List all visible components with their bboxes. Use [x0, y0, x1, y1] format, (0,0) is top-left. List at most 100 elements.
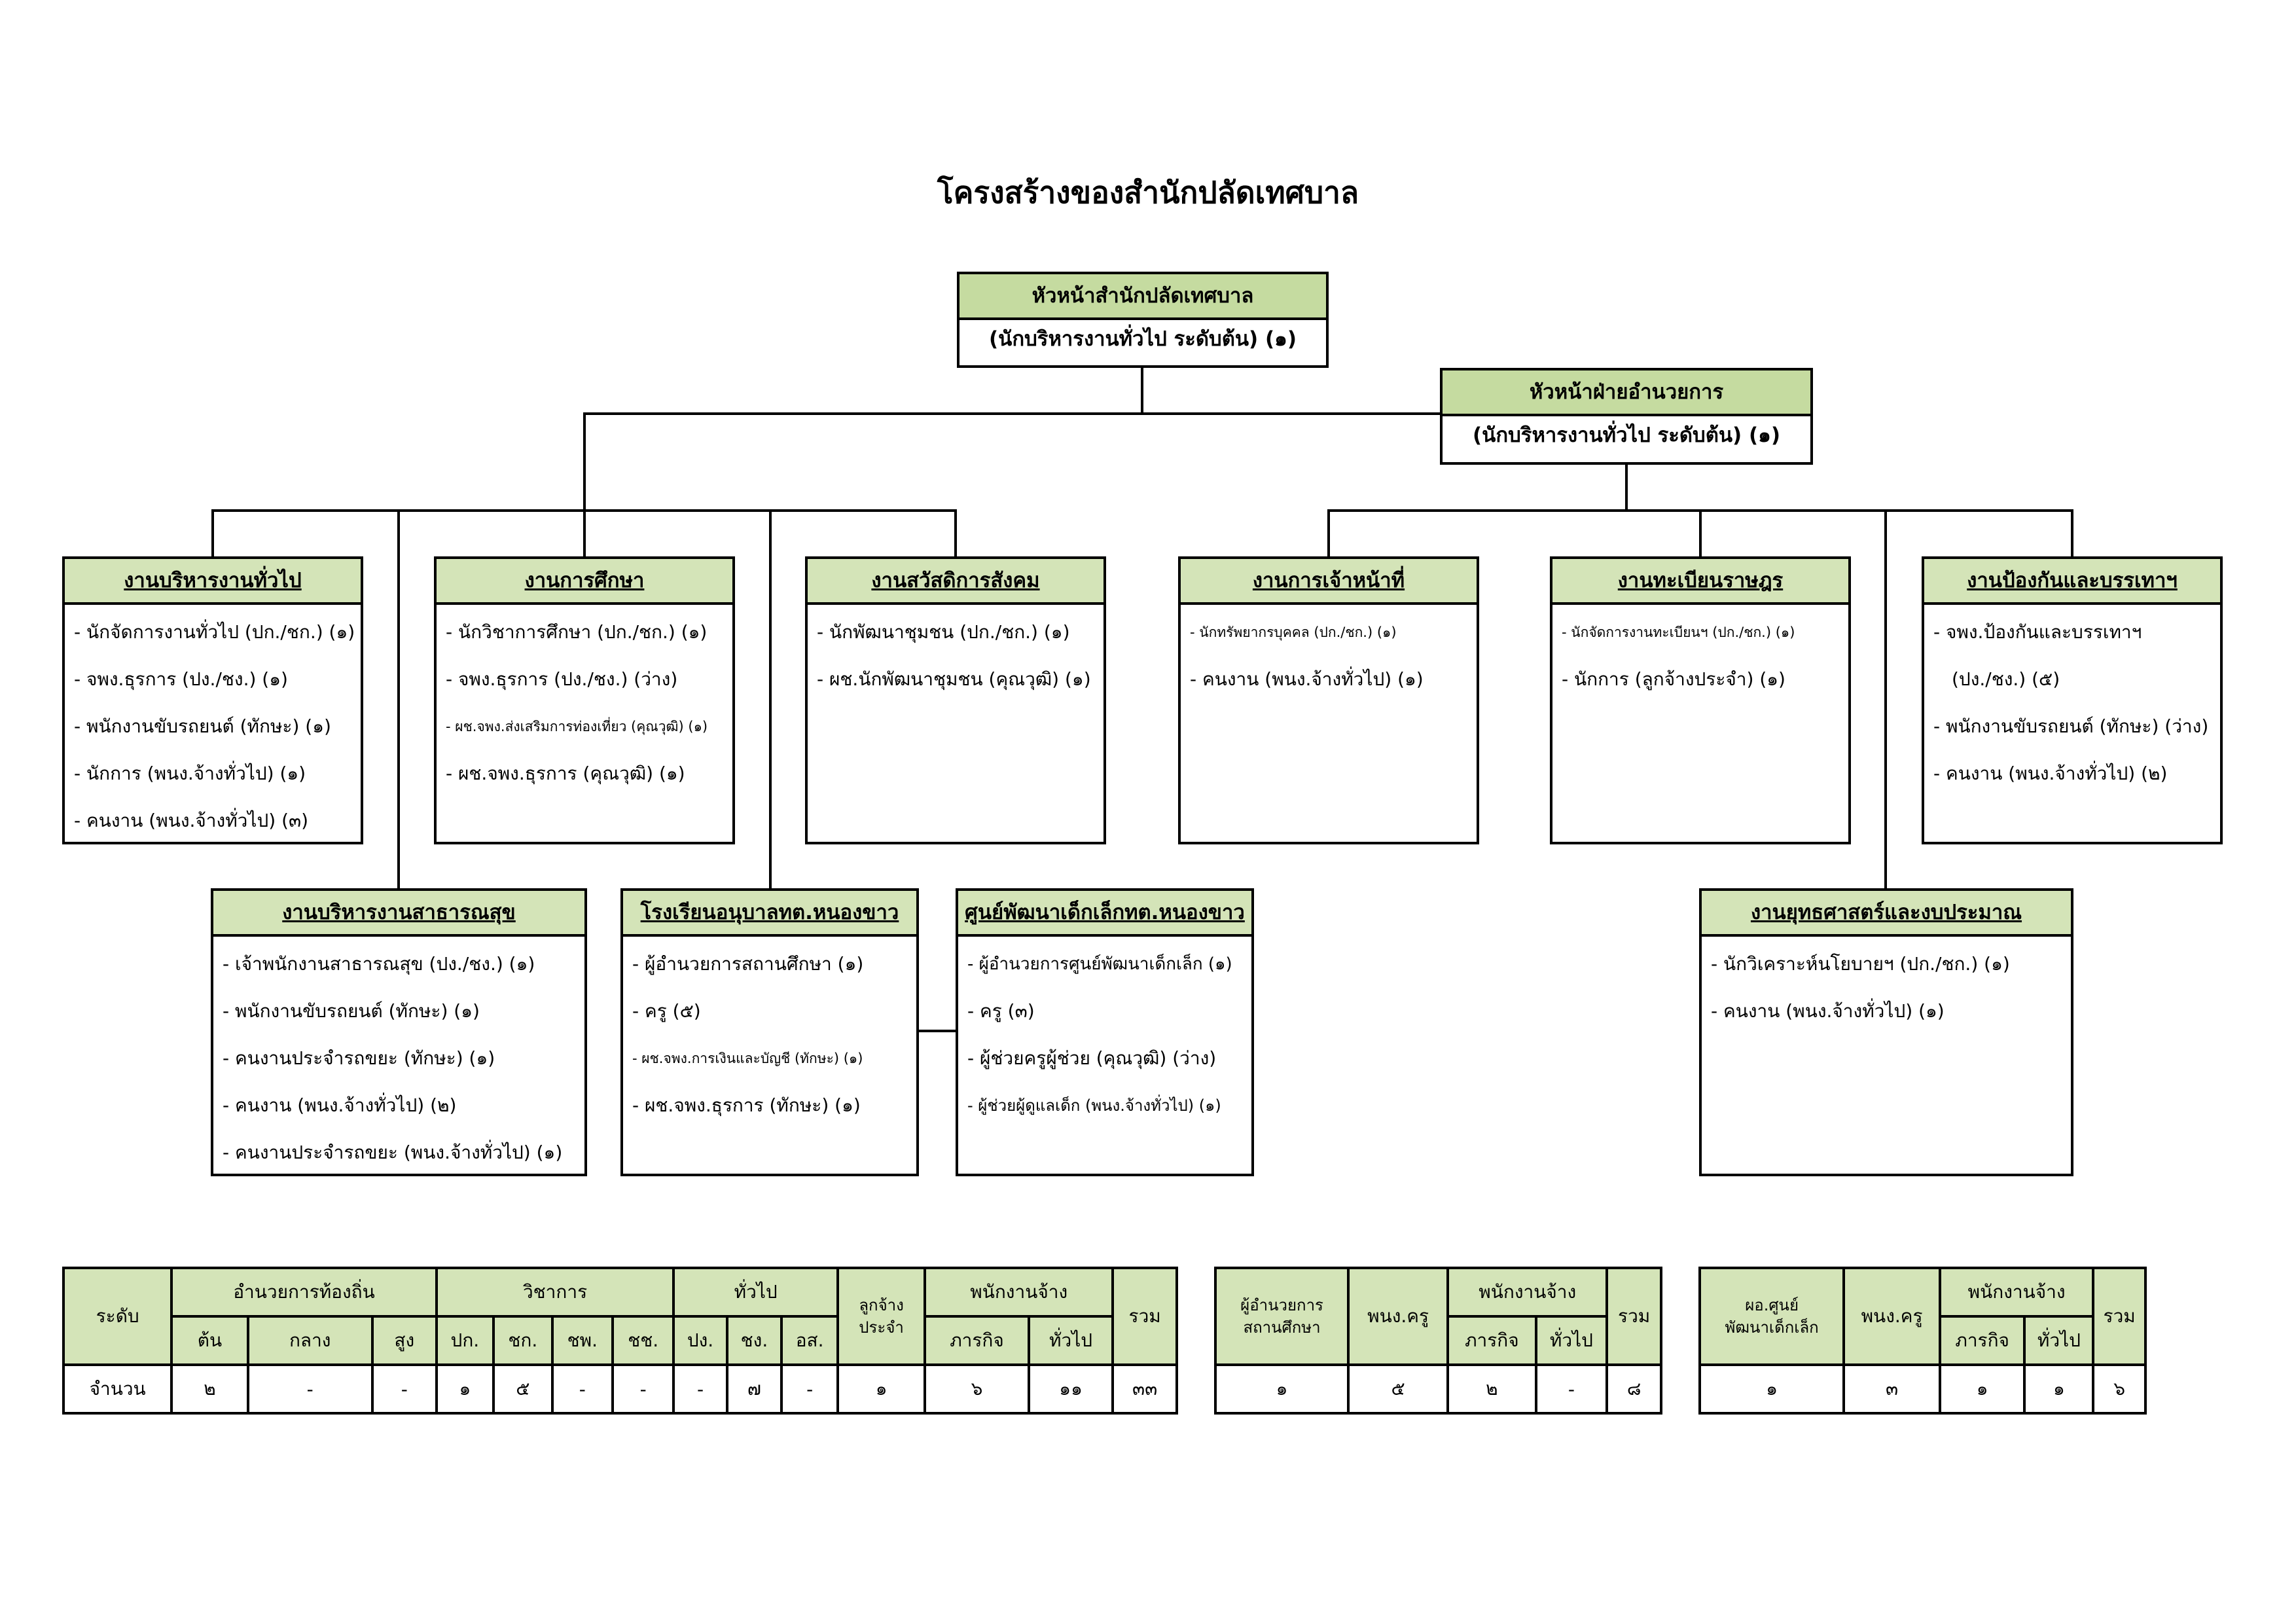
admin-head-title: หัวหน้าฝ่ายอำนวยการ: [1443, 370, 1810, 416]
unit-title: งานการศึกษา: [437, 559, 732, 605]
table-cell: ๖: [2092, 1363, 2147, 1415]
unit-item: - คนงาน (พนง.จ้างทั่วไป) (๑): [1190, 668, 1424, 690]
table-subheader: ทั่วไป: [2023, 1315, 2095, 1366]
table-subheader: ชพ.: [550, 1315, 614, 1366]
unit-item: - ผู้อำนวยการศูนย์พัฒนาเด็กเล็ก (๑): [967, 954, 1232, 974]
unit-item: - ผช.นักพัฒนาชุมชน (คุณวุฒิ) (๑): [817, 668, 1091, 690]
table-header: รวม: [1111, 1267, 1178, 1366]
table-subheader: ต้น: [170, 1315, 249, 1366]
unit-personnel: งานการเจ้าหน้าที่ - นักทรัพยากรบุคคล (ปก…: [1178, 556, 1479, 844]
table-subheader: ภารกิจ: [924, 1315, 1030, 1366]
unit-item: - จพง.ธุรการ (ปง./ชง.) (๑): [74, 668, 288, 690]
unit-strategy: งานยุทธศาสตร์และงบประมาณ - นักวิเคราะห์น…: [1699, 888, 2073, 1176]
table-cell: ๑: [1698, 1363, 1846, 1415]
unit-title: งานทะเบียนราษฎร: [1552, 559, 1848, 605]
unit-education: งานการศึกษา - นักวิชาการศึกษา (ปก./ชก.) …: [434, 556, 735, 844]
unit-item: - ผช.จพง.ธุรการ (ทักษะ) (๑): [632, 1094, 861, 1116]
table-subheader: สูง: [370, 1315, 438, 1366]
table-header: ระดับ: [62, 1267, 173, 1366]
unit-disaster: งานป้องกันและบรรเทาฯ - จพง.ป้องกันและบรร…: [1922, 556, 2223, 844]
table-header: ผู้อำนวยการสถานศึกษา: [1213, 1267, 1350, 1366]
table-cell: -: [672, 1363, 728, 1415]
table-header: พนักงานจ้าง: [1446, 1267, 1609, 1318]
table-subheader: ภารกิจ: [1446, 1315, 1537, 1366]
table-cell: -: [370, 1363, 438, 1415]
unit-title: ศูนย์พัฒนาเด็กเล็กทต.หนองขาว: [958, 891, 1251, 937]
table-header: ทั่วไป: [672, 1267, 840, 1318]
table-header: ผอ.ศูนย์พัฒนาเด็กเล็ก: [1698, 1267, 1846, 1366]
unit-item: - พนักงานขับรถยนต์ (ทักษะ) (๑): [223, 1000, 480, 1022]
table-cell: ๒: [1446, 1363, 1537, 1415]
table-cell: ๑๑: [1027, 1363, 1115, 1415]
table-cell: ๒: [170, 1363, 249, 1415]
unit-item: - คนงาน (พนง.จ้างทั่วไป) (๑): [1711, 1000, 1945, 1022]
perm-emp-line-1: ลูกจ้าง: [859, 1296, 904, 1314]
kindergarten-staff-table: ผู้อำนวยการสถานศึกษา พนง.ครู พนักงานจ้าง…: [1213, 1267, 1662, 1415]
unit-item: - ผู้ช่วยผู้ดูแลเด็ก (พนง.จ้างทั่วไป) (๑…: [967, 1096, 1221, 1115]
unit-item: - นักการ (พนง.จ้างทั่วไป) (๑): [74, 763, 306, 784]
unit-kindergarten: โรงเรียนอนุบาลทต.หนองขาว - ผู้อำนวยการสถ…: [620, 888, 919, 1176]
unit-title: งานบริหารงานทั่วไป: [65, 559, 361, 605]
unit-item: - นักวิเคราะห์นโยบายฯ (ปก./ชก.) (๑): [1711, 953, 2010, 975]
unit-title: งานสวัสดิการสังคม: [808, 559, 1103, 605]
unit-general-admin: งานบริหารงานทั่วไป - นักจัดการงานทั่วไป …: [62, 556, 363, 844]
table-cell: ๑: [2023, 1363, 2095, 1415]
unit-item: - จพง.ธุรการ (ปง./ชง.) (ว่าง): [446, 668, 678, 690]
unit-item: - นักจัดการงานทะเบียนฯ (ปก./ชก.) (๑): [1562, 624, 1795, 640]
table-cell: ๖: [924, 1363, 1030, 1415]
unit-item: - ครู (๕): [632, 1000, 701, 1022]
table-cell: ๑: [1938, 1363, 2026, 1415]
unit-childcare: ศูนย์พัฒนาเด็กเล็กทต.หนองขาว - ผู้อำนวยก…: [956, 888, 1254, 1176]
director-line-1: ผู้อำนวยการ: [1240, 1296, 1323, 1314]
table-subheader: ชช.: [611, 1315, 675, 1366]
table-subheader: กลาง: [246, 1315, 374, 1366]
table-cell: -: [780, 1363, 840, 1415]
table-header: รวม: [1605, 1267, 1662, 1366]
unit-item: - นักจัดการงานทั่วไป (ปก./ชก.) (๑): [74, 621, 355, 643]
unit-title: งานบริหารงานสาธารณสุข: [213, 891, 584, 937]
unit-title: งานยุทธศาสตร์และงบประมาณ: [1702, 891, 2071, 937]
table-header: รวม: [2092, 1267, 2147, 1366]
director-line-2: สถานศึกษา: [1243, 1318, 1321, 1337]
head-position: (นักบริหารงานทั่วไป ระดับต้น) (๑): [989, 327, 1297, 351]
staff-summary-table: ระดับ อำนวยการท้องถิ่น วิชาการ ทั่วไป ลู…: [62, 1267, 1178, 1415]
table-header: พนักงานจ้าง: [1938, 1267, 2095, 1318]
table-header: ลูกจ้างประจำ: [836, 1267, 927, 1366]
table-cell: -: [1534, 1363, 1609, 1415]
unit-item: - จพง.ป้องกันและบรรเทาฯ: [1933, 621, 2142, 643]
unit-registration: งานทะเบียนราษฎร - นักจัดการงานทะเบียนฯ (…: [1550, 556, 1851, 844]
unit-welfare: งานสวัสดิการสังคม - นักพัฒนาชุมชน (ปก./ช…: [805, 556, 1106, 844]
table-header: วิชาการ: [435, 1267, 675, 1318]
table-cell: -: [246, 1363, 374, 1415]
unit-item: - นักการ (ลูกจ้างประจำ) (๑): [1562, 668, 1785, 690]
table-row: ๑ ๓ ๑ ๑ ๖: [1698, 1363, 2147, 1415]
admin-head-position: (นักบริหารงานทั่วไป ระดับต้น) (๑): [1473, 424, 1780, 447]
table-cell: ๑: [435, 1363, 495, 1415]
unit-item: - พนักงานขับรถยนต์ (ทักษะ) (ว่าง): [1933, 715, 2209, 737]
unit-item: - ผู้อำนวยการสถานศึกษา (๑): [632, 953, 864, 975]
admin-head-box: หัวหน้าฝ่ายอำนวยการ (นักบริหารงานทั่วไป …: [1440, 368, 1813, 465]
table-subheader: ชง.: [725, 1315, 783, 1366]
unit-item: - นักวิชาการศึกษา (ปก./ชก.) (๑): [446, 621, 708, 643]
table-cell: -: [611, 1363, 675, 1415]
unit-title: งานการเจ้าหน้าที่: [1181, 559, 1477, 605]
unit-title: โรงเรียนอนุบาลทต.หนองขาว: [623, 891, 916, 937]
table-subheader: ปง.: [672, 1315, 728, 1366]
unit-item: - พนักงานขับรถยนต์ (ทักษะ) (๑): [74, 715, 331, 737]
table-subheader: ภารกิจ: [1938, 1315, 2026, 1366]
table-row: ๑ ๕ ๒ - ๘: [1213, 1363, 1662, 1415]
unit-title: งานป้องกันและบรรเทาฯ: [1924, 559, 2220, 605]
director-line-1: ผอ.ศูนย์: [1745, 1296, 1799, 1314]
table-header: อำนวยการท้องถิ่น: [170, 1267, 438, 1318]
table-cell: ๑: [1213, 1363, 1350, 1415]
row-label: จำนวน: [62, 1363, 173, 1415]
table-cell: ๑: [836, 1363, 927, 1415]
table-header: พนง.ครู: [1347, 1267, 1450, 1366]
unit-item: - นักทรัพยากรบุคคล (ปก./ชก.) (๑): [1190, 624, 1397, 640]
table-cell: ๕: [1347, 1363, 1450, 1415]
unit-item: (ปง./ชง.) (๕): [1952, 668, 2060, 690]
table-subheader: ทั่วไป: [1534, 1315, 1609, 1366]
table-subheader: ปก.: [435, 1315, 495, 1366]
table-header: พนง.ครู: [1842, 1267, 1941, 1366]
head-box: หัวหน้าสำนักปลัดเทศบาล (นักบริหารงานทั่ว…: [957, 272, 1329, 368]
